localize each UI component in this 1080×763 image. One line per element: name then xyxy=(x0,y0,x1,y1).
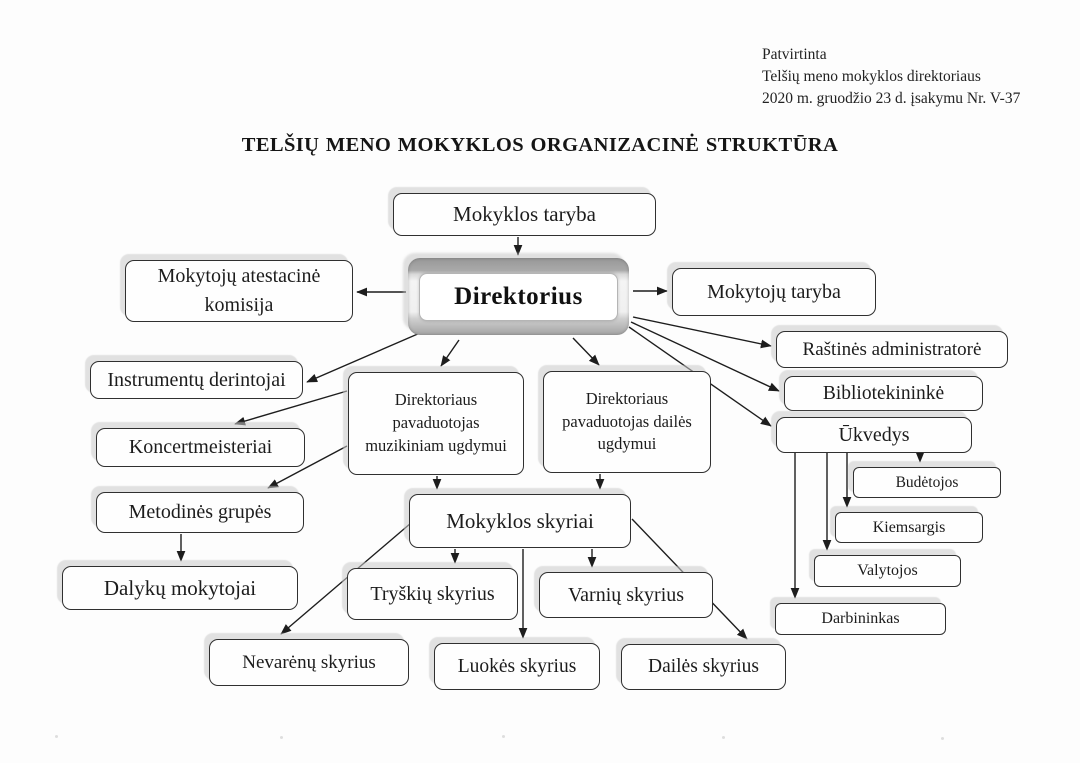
connector-direktorius-pavaduotojas-dailes xyxy=(572,337,600,366)
node-label: Direktorius xyxy=(454,283,583,310)
scan-artifact xyxy=(722,736,725,739)
node-label: Tryškių skyrius xyxy=(370,582,495,605)
approval-line-1: Patvirtinta xyxy=(762,46,827,63)
node-label: Mokytojų atestacinė komisija xyxy=(157,265,321,316)
node-label: Ūkvedys xyxy=(838,423,910,446)
node-koncertmeisteriai: Koncertmeisteriai xyxy=(96,428,305,467)
node-label: Valytojos xyxy=(857,562,918,579)
node-dailes-skyrius: Dailės skyrius xyxy=(621,644,786,690)
node-mokytoju-taryba: Mokytojų taryba xyxy=(672,268,876,316)
node-label: Dalykų mokytojai xyxy=(103,575,257,600)
node-label: Dailės skyrius xyxy=(647,656,760,677)
node-ukvedys: Ūkvedys xyxy=(776,417,972,453)
node-pavaduotojas-dailes: Direktoriaus pavaduotojas dailės ugdymui xyxy=(543,371,711,473)
node-nevarenu-skyrius: Nevarėnų skyrius xyxy=(209,639,409,686)
node-rastines-administratore: Raštinės administratorė xyxy=(776,331,1008,368)
node-luokes-skyrius: Luokės skyrius xyxy=(434,643,600,690)
node-bibliotekininke: Bibliotekininkė xyxy=(784,376,983,411)
node-label: Raštinės administratorė xyxy=(802,338,982,360)
node-label: Kiemsargis xyxy=(872,518,946,536)
node-label: Budėtojos xyxy=(895,473,959,491)
node-pavaduotojas-muzikiniam: Direktoriaus pavaduotojas muzikiniam ugd… xyxy=(348,372,524,475)
direktorius-face: Direktorius xyxy=(419,273,618,321)
node-label: Mokytojų taryba xyxy=(707,280,841,303)
node-kiemsargis: Kiemsargis xyxy=(835,512,983,543)
node-darbininkas: Darbininkas xyxy=(775,603,946,635)
node-mokyklos-taryba: Mokyklos taryba xyxy=(393,193,656,236)
node-label: Direktoriaus pavaduotojas dailės ugdymui xyxy=(562,388,692,454)
page-title: TELŠIŲ MENO MOKYKLOS ORGANIZACINĖ STRUKT… xyxy=(241,134,839,156)
node-mokyklos-skyriai: Mokyklos skyriai xyxy=(409,494,631,548)
node-label: Direktoriaus pavaduotojas muzikiniam ugd… xyxy=(365,390,507,455)
node-tryskiu-skyrius: Tryškių skyrius xyxy=(347,568,518,620)
node-instrumentu-derintojai: Instrumentų derintojai xyxy=(90,361,303,399)
node-dalyku-mokytojai: Dalykų mokytojai xyxy=(62,566,298,610)
node-label: Mokyklos skyriai xyxy=(446,508,594,533)
approval-line-2: Telšių meno mokyklos direktoriaus xyxy=(762,68,981,85)
node-label: Mokyklos taryba xyxy=(453,202,596,226)
scan-artifact xyxy=(941,737,944,740)
connector-direktorius-rastines xyxy=(632,316,772,349)
approval-line-3: 2020 m. gruodžio 23 d. įsakymu Nr. V-37 xyxy=(762,90,1021,107)
scan-artifact xyxy=(502,735,505,738)
node-label: Varnių skyrius xyxy=(567,583,685,606)
node-label: Instrumentų derintojai xyxy=(107,368,286,391)
scan-artifact xyxy=(280,736,283,739)
node-label: Metodinės grupės xyxy=(128,501,272,523)
node-mokytoju-atestacine-komisija: Mokytojų atestacinė komisija xyxy=(125,260,353,322)
node-direktorius: Direktorius xyxy=(408,258,629,335)
scan-artifact xyxy=(55,735,58,738)
node-valytojos: Valytojos xyxy=(814,555,961,587)
node-label: Nevarėnų skyrius xyxy=(242,651,376,673)
node-varniu-skyrius: Varnių skyrius xyxy=(539,572,713,618)
node-budetojos: Budėtojos xyxy=(853,467,1001,498)
node-label: Bibliotekininkė xyxy=(822,382,945,404)
connector-direktorius-pavaduotojas-muzikiniam xyxy=(440,339,460,367)
node-metodines-grupes: Metodinės grupės xyxy=(96,492,304,533)
node-label: Koncertmeisteriai xyxy=(128,436,273,458)
node-label: Darbininkas xyxy=(821,610,900,627)
node-label: Luokės skyrius xyxy=(457,655,577,677)
approval-note: Patvirtinta Telšių meno mokyklos direkto… xyxy=(762,44,1072,110)
